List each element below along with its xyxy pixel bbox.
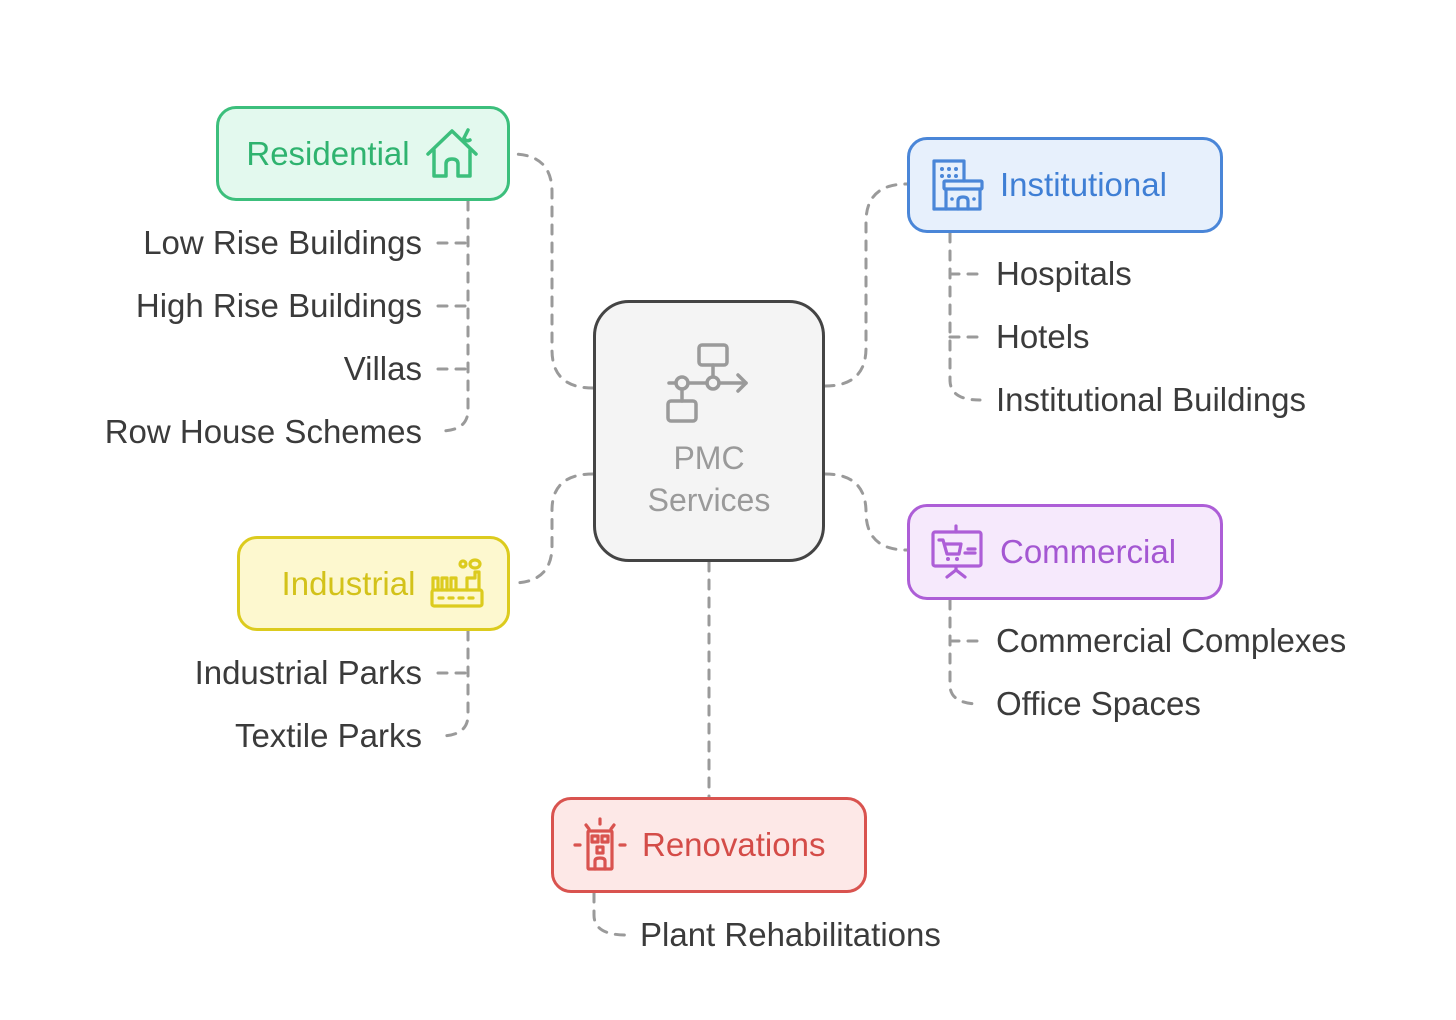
connector-institutional-trunk xyxy=(948,231,982,402)
shop-presentation-icon xyxy=(931,524,983,579)
leaf-high-rise-buildings: High Rise Buildings xyxy=(135,287,422,324)
branch-node-industrial[interactable]: Industrial xyxy=(237,536,510,631)
leaf-industrial-parks: Industrial Parks xyxy=(194,654,422,691)
connector-commercial-trunk xyxy=(948,598,982,706)
center-node-pmc-services[interactable]: PMC Services xyxy=(593,300,825,562)
connector-center-institutional xyxy=(823,182,909,388)
connector-residential-trunk xyxy=(438,199,470,433)
branch-label-residential: Residential xyxy=(246,134,410,172)
leaf-villas: Villas xyxy=(343,350,422,387)
leaf-commercial-complexes: Commercial Complexes xyxy=(996,622,1347,659)
branch-label-institutional: Institutional xyxy=(1000,166,1167,203)
leaf-low-rise-buildings: Low Rise Buildings xyxy=(143,224,422,261)
leaf-row-house-schemes: Row House Schemes xyxy=(104,413,422,450)
renovated-building-icon xyxy=(573,817,627,871)
connector-renovations-trunk xyxy=(592,891,628,937)
connector-industrial-trunk xyxy=(438,629,470,738)
branch-node-renovations[interactable]: Renovations xyxy=(551,797,867,893)
branch-node-residential[interactable]: Residential xyxy=(216,106,510,201)
leaf-office-spaces: Office Spaces xyxy=(996,685,1201,722)
workflow-icon xyxy=(666,343,748,423)
connector-center-commercial xyxy=(823,472,909,552)
leaf-hotels: Hotels xyxy=(996,318,1090,355)
house-icon xyxy=(425,127,478,178)
leaf-textile-parks: Textile Parks xyxy=(234,717,422,754)
building-icon xyxy=(932,159,984,211)
center-label-line1: PMC xyxy=(673,440,745,476)
center-label-line2: Services xyxy=(647,482,771,518)
connector-center-industrial xyxy=(510,472,595,585)
leaf-hospitals: Hospitals xyxy=(996,255,1132,292)
connector-center-residential xyxy=(510,152,595,390)
leaf-institutional-buildings: Institutional Buildings xyxy=(996,381,1307,418)
branch-label-industrial: Industrial xyxy=(281,564,416,602)
leaf-plant-rehabilitations: Plant Rehabilitations xyxy=(640,916,941,953)
branch-label-commercial: Commercial xyxy=(1000,533,1177,570)
center-node-label: PMC Services xyxy=(648,437,771,521)
branch-node-commercial[interactable]: Commercial xyxy=(907,504,1223,600)
branch-node-institutional[interactable]: Institutional xyxy=(907,137,1223,233)
factory-icon xyxy=(430,557,485,608)
branch-label-renovations: Renovations xyxy=(642,826,826,863)
